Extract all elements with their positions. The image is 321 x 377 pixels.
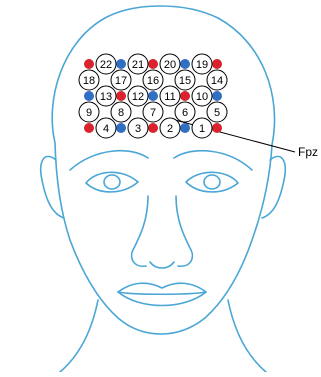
emitter-marker xyxy=(212,59,222,69)
detector-marker xyxy=(212,91,222,101)
channel-number: 15 xyxy=(179,75,191,87)
left-eyebrow xyxy=(70,151,148,170)
channel-number: 9 xyxy=(86,107,92,119)
emitter-marker xyxy=(84,123,94,133)
channel-15: 15 xyxy=(175,70,195,90)
detector-marker xyxy=(148,91,158,101)
channel-17: 17 xyxy=(111,70,131,90)
channel-18: 18 xyxy=(79,70,99,90)
channel-3: 3 xyxy=(128,118,148,138)
channel-19: 19 xyxy=(192,54,212,74)
channel-number: 22 xyxy=(100,59,112,71)
channel-number: 10 xyxy=(196,91,208,103)
channel-number: 20 xyxy=(164,59,176,71)
right-eyebrow xyxy=(174,151,252,170)
detector-marker xyxy=(116,59,126,69)
left-ear xyxy=(41,156,64,218)
emitter-marker xyxy=(212,123,222,133)
emitter-marker xyxy=(148,59,158,69)
channel-6: 6 xyxy=(175,102,195,122)
channel-7: 7 xyxy=(143,102,163,122)
emitter-marker xyxy=(84,59,94,69)
channel-20: 20 xyxy=(160,54,180,74)
channel-8: 8 xyxy=(111,102,131,122)
channel-number: 11 xyxy=(164,91,175,103)
channel-number: 7 xyxy=(150,107,156,119)
right-ear xyxy=(262,156,285,218)
emitter-marker xyxy=(116,91,126,101)
channel-21: 21 xyxy=(128,54,148,74)
detector-marker xyxy=(84,91,94,101)
fpz-label: Fpz xyxy=(298,145,318,159)
channel-5: 5 xyxy=(207,102,227,122)
channel-10: 10 xyxy=(192,86,212,106)
channel-number: 8 xyxy=(118,107,124,119)
channel-number: 5 xyxy=(214,107,220,119)
right-iris xyxy=(204,175,220,189)
channel-2: 2 xyxy=(160,118,180,138)
channel-4: 4 xyxy=(96,118,116,138)
emitter-marker xyxy=(148,123,158,133)
channel-22: 22 xyxy=(96,54,116,74)
detector-marker xyxy=(180,59,190,69)
channel-number: 2 xyxy=(167,123,173,135)
channel-number: 6 xyxy=(182,107,188,119)
channel-number: 12 xyxy=(132,91,144,103)
channel-16: 16 xyxy=(143,70,163,90)
channel-11: 11 xyxy=(160,86,180,106)
neck-right xyxy=(228,300,266,372)
left-iris xyxy=(104,175,120,189)
channel-9: 9 xyxy=(79,102,99,122)
channel-12: 12 xyxy=(128,86,148,106)
channel-1: 1 xyxy=(192,118,212,138)
channel-number: 1 xyxy=(199,123,205,135)
channel-13: 13 xyxy=(96,86,116,106)
channel-number: 14 xyxy=(211,75,223,87)
neck-left xyxy=(60,300,98,372)
nose xyxy=(132,196,193,268)
channel-number: 16 xyxy=(147,75,159,87)
channel-number: 3 xyxy=(135,123,141,135)
emitter-marker xyxy=(180,91,190,101)
channel-number: 18 xyxy=(83,75,95,87)
head-outline xyxy=(52,6,274,334)
detector-marker xyxy=(180,123,190,133)
channel-number: 17 xyxy=(115,75,127,87)
channel-14: 14 xyxy=(207,70,227,90)
channel-number: 19 xyxy=(196,59,208,71)
upper-lip xyxy=(118,283,206,294)
channel-number: 21 xyxy=(132,59,144,71)
channel-number: 13 xyxy=(100,91,112,103)
channel-number: 4 xyxy=(103,123,109,135)
detector-marker xyxy=(116,123,126,133)
